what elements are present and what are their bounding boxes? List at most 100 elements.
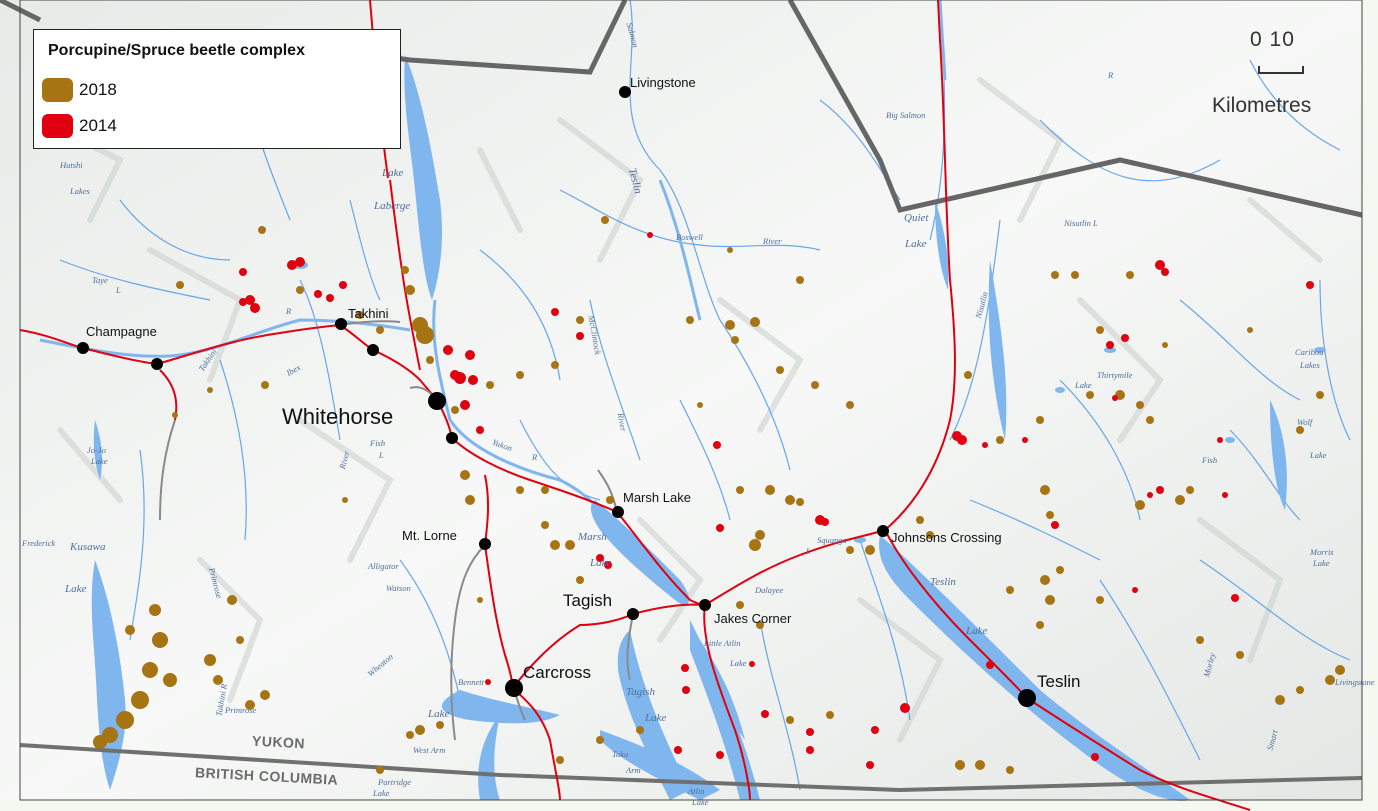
- place-label-champagne: Champagne: [86, 324, 157, 339]
- legend-item-2018: 2018: [42, 78, 117, 102]
- settlement-dot-champagne: [77, 342, 89, 354]
- water-label: Lake: [1313, 558, 1330, 568]
- water-label: L: [806, 546, 811, 556]
- water-label: Livingstone: [1335, 677, 1375, 687]
- water-label: L: [379, 450, 384, 460]
- settlement-dot-carcross: [505, 679, 523, 697]
- water-label: Alligator: [368, 561, 399, 571]
- map-neatline: [19, 0, 1363, 801]
- water-label: Thirtymile: [1097, 370, 1133, 380]
- legend-swatch-2018: [42, 78, 73, 102]
- place-label-jakes-corner: Jakes Corner: [714, 611, 792, 626]
- region-label-yukon: YUKON: [251, 732, 306, 752]
- water-label: Partridge: [378, 777, 412, 787]
- settlement-dot-mt-lorne: [479, 538, 491, 550]
- water-label: Tagish: [626, 686, 655, 698]
- place-label-teslin: Teslin: [1037, 672, 1081, 691]
- water-label: Frederick: [22, 538, 56, 548]
- water-label: Hutshi: [60, 160, 83, 170]
- water-label: Lake: [1310, 450, 1327, 460]
- outbreaks-2014: [239, 232, 1314, 769]
- settlement-dot-whitehorse-south: [446, 432, 458, 444]
- water-label: Primrose: [225, 705, 257, 715]
- settlement-dot-jakes-corner: [699, 599, 711, 611]
- water-label: Little Atlin: [704, 638, 741, 648]
- water-label: Lake: [645, 712, 667, 724]
- water-label: Watson: [386, 583, 411, 593]
- place-label-tagish: Tagish: [563, 591, 613, 610]
- water-label: Lake: [590, 557, 612, 569]
- map-margin-bottom: [0, 800, 1378, 811]
- water-label: Lake: [382, 167, 404, 179]
- scale-bar: 0 10 Kilometres: [1208, 28, 1353, 128]
- water-label: Lakes: [70, 186, 90, 196]
- water-label: West Arm: [413, 745, 446, 755]
- water-label: Lakes: [1300, 360, 1320, 370]
- yukon-bc-border: [19, 743, 1363, 793]
- water-label: Taku: [612, 749, 629, 759]
- settlement-dot-west: [151, 358, 163, 370]
- place-label-whitehorse: Whitehorse: [282, 404, 394, 429]
- water-label: Laberge: [374, 200, 411, 212]
- settlements: [77, 86, 1036, 707]
- water-label: Morris: [1310, 547, 1334, 557]
- outbreaks-2018: [93, 216, 1345, 774]
- water-label: Quiet: [904, 212, 929, 224]
- water-label: R: [286, 306, 292, 316]
- lake-jojo: [93, 420, 103, 480]
- settlement-dot-takhini: [335, 318, 347, 330]
- settlement-dot-tagish: [627, 608, 639, 620]
- place-label-johnsons-crossing: Johnsons Crossing: [891, 530, 1002, 545]
- legend-swatch-2014: [42, 114, 73, 138]
- lakes: [91, 55, 1326, 801]
- scale-bar-ticks: 0 10: [1250, 28, 1295, 51]
- lake-little-atlin: [700, 640, 745, 740]
- water-label: Arm: [626, 765, 641, 775]
- water-label: R: [532, 452, 538, 462]
- water-label: Boswell: [676, 232, 703, 242]
- water-label: Lake: [966, 625, 988, 637]
- settlement-dot-whitehorse-north: [367, 344, 379, 356]
- lake-quiet: [935, 200, 949, 290]
- legend-label-2018: 2018: [79, 80, 117, 99]
- scale-bar-unit: Kilometres: [1212, 94, 1312, 117]
- water-label: Lake: [428, 708, 450, 720]
- water-label: Kusawa: [70, 541, 106, 553]
- water-label: Atlin: [688, 786, 705, 796]
- water-label: Wolf: [1297, 417, 1313, 427]
- settlement-dot-teslin: [1018, 689, 1036, 707]
- lake-wolf: [1270, 400, 1287, 510]
- water-label: Teslin: [930, 576, 956, 588]
- water-label: Marsh: [578, 531, 607, 543]
- lake-bennett-south: [478, 715, 500, 800]
- lake-bennett: [441, 690, 560, 724]
- settlement-dot-livingstone: [619, 86, 631, 98]
- water-label: Lake: [1075, 380, 1092, 390]
- map-legend: Porcupine/Spruce beetle complex 2018 201…: [33, 29, 401, 149]
- scale-bar-line: [1258, 66, 1304, 74]
- water-label: Lake: [692, 797, 709, 807]
- water-label: Fish: [370, 438, 386, 448]
- place-label-livingstone: Livingstone: [630, 75, 696, 90]
- water-label: Jo-Jo: [87, 445, 106, 455]
- water-label: Lake: [65, 583, 87, 595]
- place-label-marsh-lake: Marsh Lake: [623, 490, 691, 505]
- lake-tagish: [617, 630, 690, 800]
- place-label-takhini: Takhini: [348, 306, 389, 321]
- water-label: Lake: [373, 788, 390, 798]
- water-label: River: [763, 236, 782, 246]
- water-label: Big Salmon: [886, 110, 926, 120]
- water-label: Squanga: [817, 535, 847, 545]
- settlement-dot-whitehorse: [428, 392, 446, 410]
- water-label: Fish: [1202, 455, 1218, 465]
- map-margin: [1362, 0, 1378, 811]
- water-label: Dalayee: [755, 585, 784, 595]
- water-label: Nisutlin L: [1064, 218, 1098, 228]
- settlement-dot-johnsons-crossing: [877, 525, 889, 537]
- lake-laberge: [404, 55, 443, 300]
- water-label: Lake: [905, 238, 927, 250]
- water-label: Taye: [92, 275, 108, 285]
- place-label-mt-lorne: Mt. Lorne: [402, 528, 457, 543]
- legend-label-2014: 2014: [79, 116, 117, 135]
